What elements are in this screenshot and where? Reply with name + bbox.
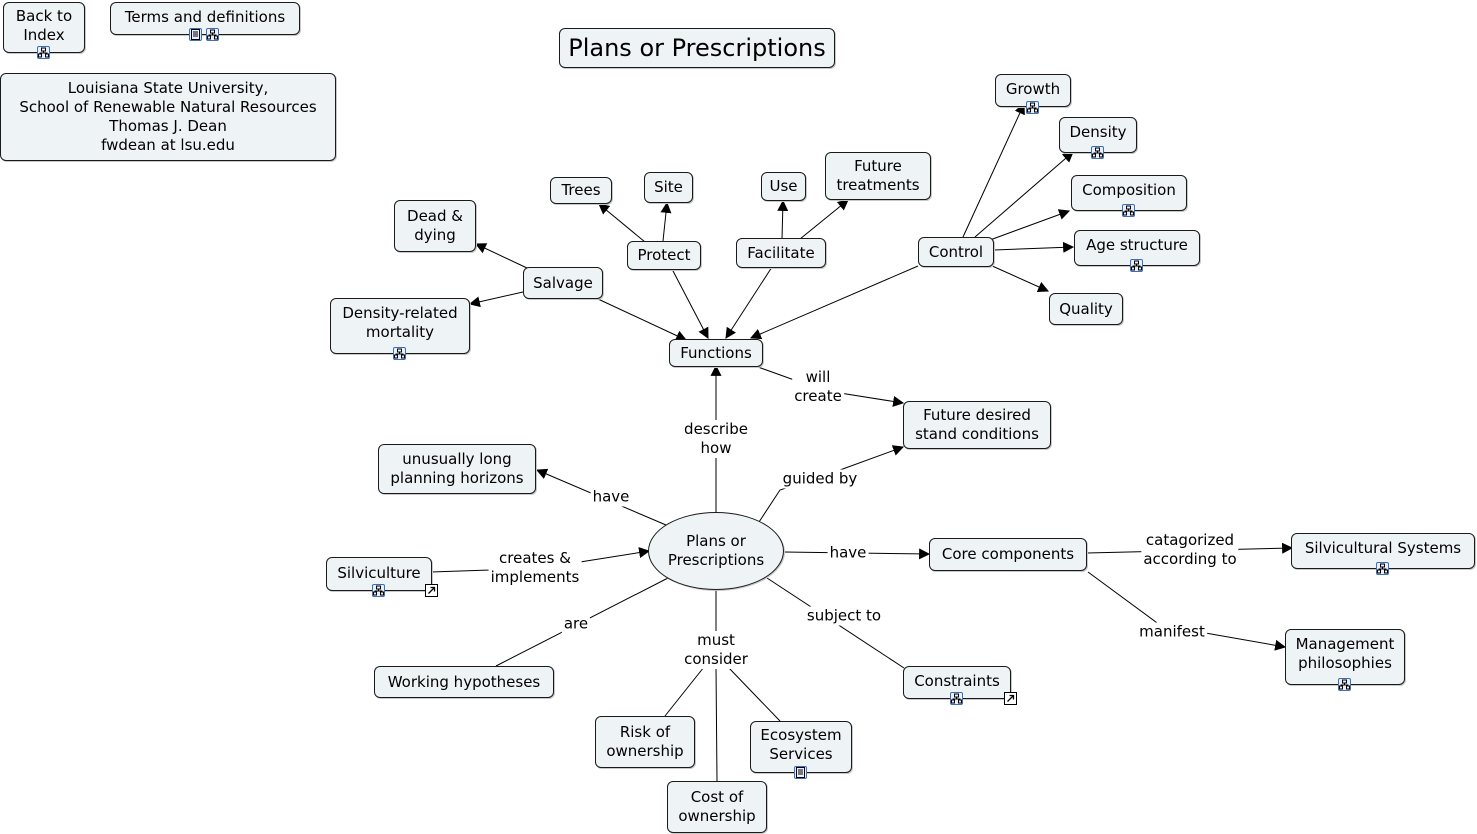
concept-map-icon[interactable] <box>37 46 50 59</box>
edge-control-quality <box>989 264 1050 292</box>
future-desired-conditions-node[interactable]: Future desired stand conditions <box>903 401 1051 449</box>
edge-control-composition <box>989 209 1071 241</box>
density-node[interactable]: Density <box>1059 117 1137 153</box>
trees-node[interactable]: Trees <box>550 177 612 204</box>
quality-node[interactable]: Quality <box>1049 293 1123 325</box>
silviculture-node[interactable]: Silviculture <box>326 557 432 591</box>
dead-dying-node[interactable]: Dead & dying <box>394 200 476 252</box>
facilitate-node[interactable]: Facilitate <box>736 238 826 268</box>
label-guided-by: guided by <box>780 469 860 489</box>
concept-map-icon[interactable] <box>206 28 219 41</box>
cost-ownership-node[interactable]: Cost of ownership <box>667 781 767 833</box>
long-planning-horizons-node[interactable]: unusually long planning horizons <box>378 444 536 494</box>
label-subject-to: subject to <box>804 606 884 626</box>
label-are: are <box>561 614 591 634</box>
constraints-node[interactable]: Constraints <box>903 666 1011 699</box>
edge-consider-cost <box>715 666 718 782</box>
edge-consider-risk <box>664 666 705 717</box>
edge-protect-site <box>660 201 672 242</box>
concept-map-icon[interactable] <box>1376 562 1389 575</box>
label-will-create: will create <box>792 368 844 406</box>
edge-facilitate-future <box>799 199 849 240</box>
core-components-node[interactable]: Core components <box>929 538 1087 571</box>
center-plans-prescriptions-node[interactable]: Plans or Prescriptions <box>648 512 784 590</box>
web-link-icon[interactable] <box>1004 692 1017 705</box>
site-node[interactable]: Site <box>644 172 693 203</box>
document-icon[interactable] <box>189 28 202 41</box>
label-have-left: have <box>590 487 632 507</box>
concept-map-icon[interactable] <box>1122 204 1135 217</box>
density-mortality-node[interactable]: Density-related mortality <box>330 298 470 354</box>
concept-map-icon[interactable] <box>372 584 385 597</box>
working-hypotheses-node[interactable]: Working hypotheses <box>374 666 554 698</box>
edge-protect-functions <box>671 268 709 339</box>
edge-salvage-density <box>468 291 524 308</box>
edge-control-age <box>993 241 1075 253</box>
author-info-node: Louisiana State University, School of Re… <box>0 73 336 161</box>
functions-node[interactable]: Functions <box>669 339 763 367</box>
label-categorized: catagorized according to <box>1141 531 1239 569</box>
concept-map-icon[interactable] <box>393 347 406 360</box>
document-icon[interactable] <box>794 766 807 779</box>
risk-ownership-node[interactable]: Risk of ownership <box>595 716 695 768</box>
edge-salvage-functions <box>597 298 687 341</box>
control-node[interactable]: Control <box>918 237 994 267</box>
edge-control-density <box>974 151 1074 238</box>
terms-definitions-node[interactable]: Terms and definitions <box>110 2 300 35</box>
concept-map-icon[interactable] <box>1338 678 1351 691</box>
label-describe-how: describe how <box>682 420 750 458</box>
management-philosophies-node[interactable]: Management philosophies <box>1285 629 1405 685</box>
salvage-node[interactable]: Salvage <box>523 267 603 299</box>
label-have-right: have <box>827 543 869 563</box>
edge-control-growth <box>962 103 1025 238</box>
label-creates-implements: creates & implements <box>488 549 582 587</box>
map-title: Plans or Prescriptions <box>559 28 835 68</box>
edge-facilitate-functions <box>725 266 773 339</box>
back-to-index-node[interactable]: Back to Index <box>3 2 85 53</box>
concept-map-icon[interactable] <box>1091 146 1104 159</box>
edge-facilitate-use <box>777 199 789 240</box>
concept-map-icon[interactable] <box>950 692 963 705</box>
web-link-icon[interactable] <box>425 584 438 597</box>
use-node[interactable]: Use <box>761 172 806 201</box>
label-manifest: manifest <box>1137 622 1207 642</box>
edge-salvage-dead <box>475 243 528 269</box>
edge-consider-ecosystem <box>727 666 781 722</box>
edge-control-functions <box>749 265 919 340</box>
future-treatments-node[interactable]: Future treatments <box>825 152 931 200</box>
concept-map-icon[interactable] <box>1130 259 1143 272</box>
concept-map-icon[interactable] <box>1026 101 1039 114</box>
label-must-consider: must consider <box>682 631 750 669</box>
edge-protect-trees <box>598 203 646 243</box>
protect-node[interactable]: Protect <box>627 241 701 270</box>
